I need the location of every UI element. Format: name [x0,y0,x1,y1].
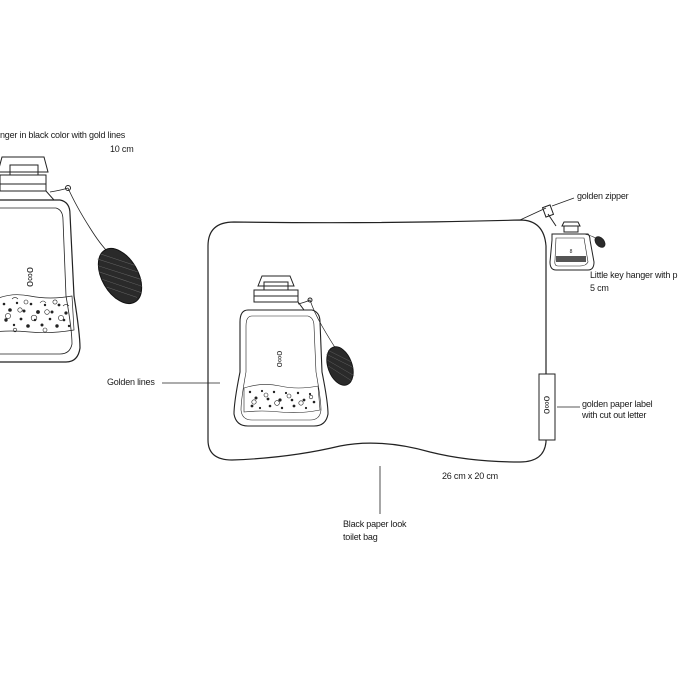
paper-label-line2: with cut out letter [582,410,647,420]
toilet-bag-label-line2: toilet bag [343,532,378,542]
key-hanger-size-label: 5 cm [590,283,609,293]
hanger-cap-band [9,164,39,176]
paper-label-letter: o∞o [541,396,552,415]
bag-bottle-print: o∞o [233,275,355,427]
hanger-neck [0,174,47,192]
hanger-title-label: nger in black color with gold lines [0,130,126,140]
toilet-bag-label-line1: Black paper look [343,519,407,529]
small-key-hanger: 8 [549,221,606,271]
bag-bottle-logo: o∞o [275,351,285,367]
toilet-bag [207,219,547,463]
hanger-pattern-band [0,294,75,334]
paper-label-line1: golden paper label [582,399,653,409]
bag-dimensions-label: 26 cm x 20 cm [442,471,498,481]
golden-zipper-pull [519,204,557,227]
hanger-size-label: 10 cm [110,144,134,154]
hanger-bottle [0,199,81,363]
golden-paper-label: o∞o [538,373,556,441]
hanger-cord [49,187,109,253]
svg-text:8: 8 [570,249,573,255]
key-hanger-title-label: Little key hanger with p [590,270,678,280]
hanger-cap [0,156,49,173]
golden-lines-label: Golden lines [107,377,155,387]
annotation-leaders [162,197,580,514]
large-perfume-hanger: o∞o [0,156,143,363]
toilet-bag-outline [207,219,547,463]
golden-zipper-label: golden zipper [577,191,629,201]
hanger-oval-tassel [97,248,143,304]
leader-golden-zipper [551,197,575,207]
hanger-logo: o∞o [24,267,36,287]
